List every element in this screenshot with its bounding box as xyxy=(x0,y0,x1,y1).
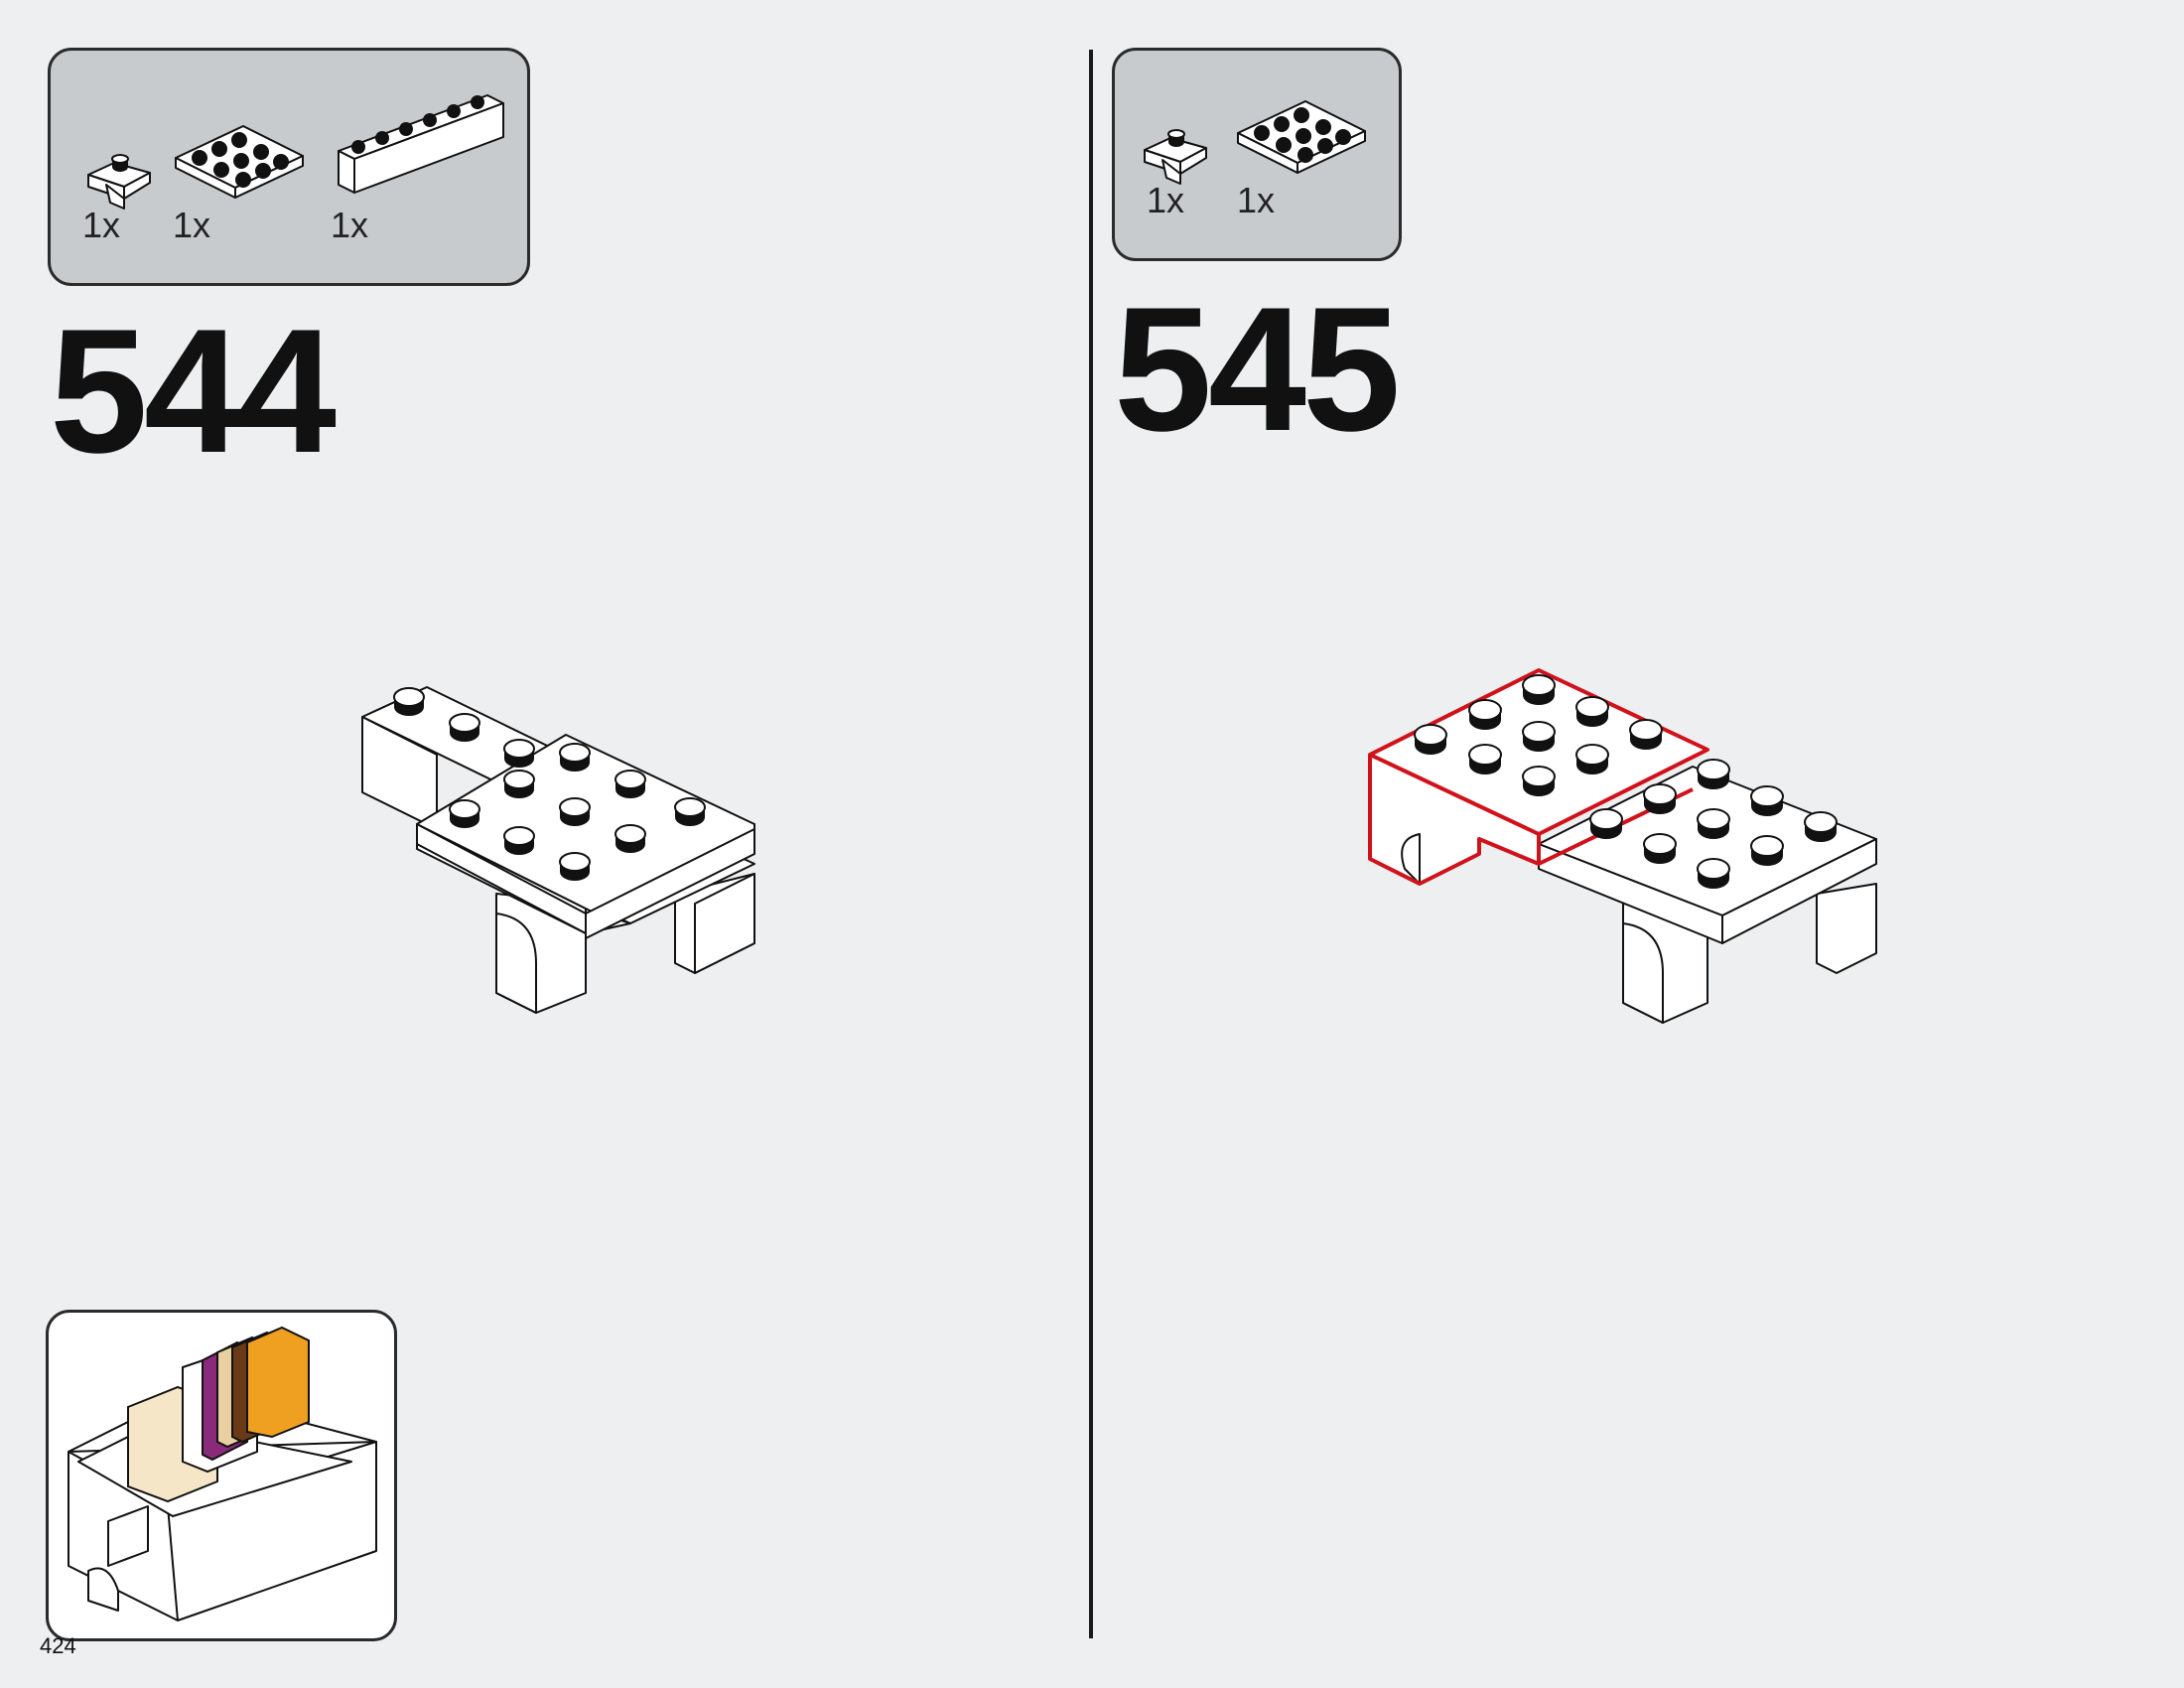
plate-2x4-icon xyxy=(175,125,304,199)
part-qty: 1x xyxy=(331,205,369,245)
page-divider xyxy=(1089,50,1093,1638)
part-qty: 1x xyxy=(1237,180,1276,220)
parts-callout-step-545: 1x 1x xyxy=(1112,48,1402,261)
step-number: 545 xyxy=(1114,270,1401,468)
parts-callout-step-544: 1x 1x 1x xyxy=(48,48,530,286)
bookshelf-model-illustration xyxy=(68,1326,377,1621)
part-qty: 1x xyxy=(82,205,121,245)
part-qty: 1x xyxy=(1147,180,1185,220)
step-number: 544 xyxy=(50,292,337,490)
step-545-model-illustration xyxy=(1368,668,1877,1024)
brick-1x6-icon xyxy=(338,94,504,194)
step-544-model-illustration xyxy=(361,686,755,1014)
bracket-piece-icon xyxy=(87,154,151,210)
part-qty: 1x xyxy=(173,205,211,245)
bracket-piece-icon xyxy=(1144,129,1207,185)
plate-2x4-icon xyxy=(1237,100,1366,174)
page-number: 424 xyxy=(40,1633,76,1658)
completed-model-inset xyxy=(46,1310,397,1641)
